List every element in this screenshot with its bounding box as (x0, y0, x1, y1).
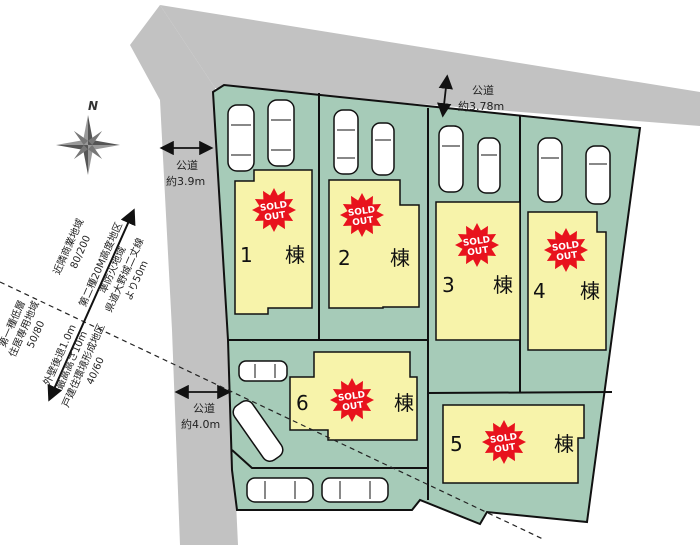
car (585, 145, 611, 205)
house-3-footprint (435, 201, 521, 341)
starburst-icon (340, 193, 384, 237)
road-width-left-lower: 約4.0m (181, 417, 220, 431)
lot-dividers (228, 93, 613, 500)
svg-text:6: 6 (296, 391, 309, 415)
house-label-5: 5 棟 (450, 432, 574, 456)
road-label-left-lower: 公道 (193, 401, 215, 415)
sold-out-text: SOLD (462, 235, 490, 249)
svg-text:棟: 棟 (285, 243, 305, 267)
sold-out-text: SOLD (347, 205, 375, 219)
compass-icon (56, 115, 120, 175)
car (238, 360, 288, 382)
road-width-top: 約3.78m (458, 99, 504, 113)
cars (227, 99, 611, 503)
car (537, 137, 563, 203)
road-left (130, 5, 238, 545)
sold-out-text: SOLD (337, 390, 365, 404)
house-label-1: 1 棟 (240, 243, 305, 267)
svg-text:棟: 棟 (390, 246, 410, 270)
car (477, 137, 501, 194)
svg-text:棟: 棟 (493, 273, 513, 297)
house-label-2: 2 棟 (338, 246, 410, 270)
road-width-left-upper: 約3.9m (166, 174, 205, 188)
svg-text:1: 1 (240, 243, 253, 267)
sold-out-text: OUT (556, 250, 579, 263)
sold-out-text: OUT (264, 210, 287, 223)
zone-lower-left: 第一種低層 住居専用地域 50/80 (0, 298, 47, 359)
svg-text:棟: 棟 (580, 279, 600, 303)
svg-text:2: 2 (338, 246, 351, 270)
svg-text:3: 3 (442, 273, 455, 297)
sold-out-text: OUT (494, 442, 517, 455)
sold-out-text: SOLD (551, 240, 579, 254)
car (232, 400, 284, 462)
starburst-icon (252, 188, 296, 232)
starburst-icon (544, 228, 588, 272)
sold-out-text: OUT (352, 215, 375, 228)
starburst-icon (330, 378, 374, 422)
sold-out-text: SOLD (489, 432, 517, 446)
car (371, 122, 395, 176)
starburst-icon (455, 223, 499, 267)
road-top (160, 5, 700, 126)
starburst-icon (482, 420, 526, 464)
house-label-4: 4 棟 (533, 279, 600, 303)
svg-text:棟: 棟 (394, 391, 414, 415)
sold-out-text: SOLD (259, 200, 287, 214)
car (267, 99, 295, 167)
sold-out-text: OUT (342, 400, 365, 413)
car (246, 477, 314, 503)
house-1-footprint (234, 169, 313, 315)
zone-upper-left: 近隣商業地域 80/200 (50, 216, 93, 276)
car (438, 125, 464, 193)
house-label-3: 3 棟 (442, 273, 513, 297)
road-label-left-upper: 公道 (176, 158, 198, 172)
house-label-6: 6 棟 (296, 391, 414, 415)
car (227, 104, 255, 172)
compass-north-label: N (88, 99, 98, 113)
sold-out-text: OUT (467, 245, 490, 258)
house-4-footprint (527, 211, 607, 351)
car-windows (231, 119, 607, 499)
zoning-arrow (47, 208, 136, 402)
svg-text:棟: 棟 (554, 432, 574, 456)
road-width-arrow-top (437, 74, 453, 118)
road-label-top: 公道 (472, 83, 494, 97)
zone-lower-right: 外壁後退1.0m 最高高さ10m 戸建住環境形成地区 40/60 (40, 322, 107, 410)
svg-text:5: 5 (450, 432, 463, 456)
svg-text:4: 4 (533, 279, 546, 303)
car (321, 477, 389, 503)
car (333, 109, 359, 175)
